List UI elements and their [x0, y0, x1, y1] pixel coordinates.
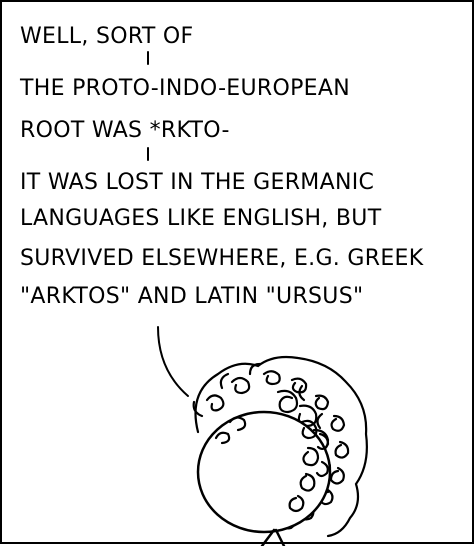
character-head: [196, 410, 332, 534]
speech-tail: [157, 326, 189, 397]
speech-line-1: WELL, SORT OF: [20, 24, 194, 49]
speech-line-7: "ARKTOS" AND LATIN "URSUS": [20, 284, 364, 309]
speech-line-2: THE PROTO-INDO-EUROPEAN: [20, 76, 350, 101]
character-neck-right: [274, 528, 286, 546]
speech-line-4: IT WAS LOST IN THE GERMANIC: [20, 170, 375, 195]
speech-line-3: ROOT WAS *RKTO-: [20, 118, 230, 143]
hair-overlap: [214, 416, 330, 513]
speech-line-5: LANGUAGES LIKE ENGLISH, BUT: [20, 206, 382, 231]
character-neck-left: [260, 528, 276, 546]
speech-line-6: SURVIVED ELSEWHERE, E.G. GREEK: [20, 246, 424, 271]
